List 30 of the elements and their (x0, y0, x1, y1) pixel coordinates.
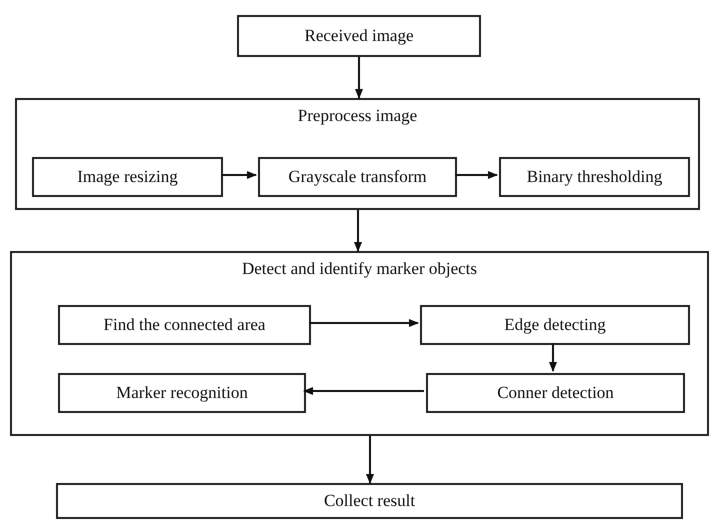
process-box (58, 305, 311, 345)
box-label: Received image (303, 26, 415, 46)
process-box (420, 305, 690, 345)
arrow (221, 171, 257, 179)
group-heading: Preprocess image (296, 106, 418, 126)
box-label: Find the connected area (102, 315, 266, 335)
arrow (354, 210, 362, 252)
arrow (366, 436, 374, 484)
box-label: Edge detecting (503, 315, 607, 335)
process-box (32, 157, 223, 197)
group-heading: Detect and identify marker objects (240, 259, 478, 279)
group-box (10, 251, 709, 436)
box-label: Grayscale transform (287, 167, 428, 187)
process-box (426, 373, 685, 413)
process-box (237, 15, 481, 57)
arrow (309, 319, 419, 327)
arrow (549, 343, 557, 372)
group-box (56, 483, 683, 519)
box-label: Image resizing (76, 167, 179, 187)
box-label: Binary thresholding (526, 167, 664, 187)
arrow (355, 57, 363, 99)
arrow (303, 387, 424, 395)
group-box (15, 98, 700, 210)
arrow (455, 171, 498, 179)
group-heading: Collect result (322, 491, 416, 511)
box-label: Conner detection (496, 383, 615, 403)
process-box (499, 157, 690, 197)
box-label: Marker recognition (115, 383, 249, 403)
process-box (58, 373, 306, 413)
process-box (258, 157, 457, 197)
